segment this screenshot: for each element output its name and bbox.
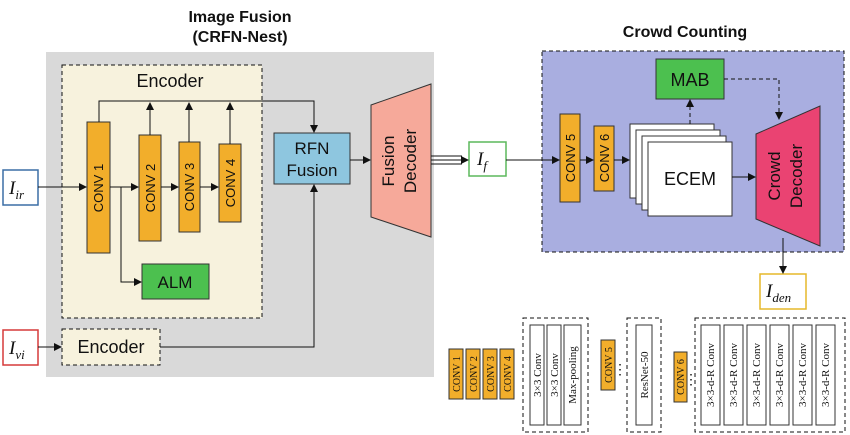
conv5-label: CONV 5 (563, 134, 578, 182)
conv1-label: CONV 1 (91, 164, 106, 212)
density-map-box (759, 273, 807, 310)
density-map-label: Iden (765, 281, 791, 305)
legend-dconv-2-label: 3×3-d-R Conv (728, 343, 740, 407)
legend-maxpool (563, 324, 582, 426)
arrow-to-alm (120, 187, 142, 286)
arrow-encoder-rfn (160, 184, 318, 348)
legend-dconv-3 (746, 324, 767, 426)
conv5-block (559, 113, 581, 203)
legend-conv3 (482, 348, 498, 400)
vi-input-label: Ivi (8, 338, 25, 362)
fusion-decoder-block (370, 83, 432, 238)
conv6-block (593, 125, 615, 192)
ir-input-label: Iir (8, 178, 25, 202)
legend-conv5 (600, 339, 616, 391)
legend-dconv-6-label: 3×3-d-R Conv (820, 343, 832, 407)
encoder-label: Encoder (136, 71, 203, 91)
image-fusion-subtitle: (CRFN-Nest) (192, 29, 287, 46)
fusion-decoder-label-2: Decoder (401, 129, 420, 194)
alm-block (141, 263, 210, 300)
mab-block (655, 58, 725, 100)
legend-dconv-6 (815, 324, 836, 426)
image-fusion-title: Image Fusion (188, 9, 291, 26)
legend-conv1 (448, 348, 464, 400)
legend-dots-2: ⋮ (684, 371, 698, 387)
fusion-decoder-label-1: Fusion (379, 135, 398, 186)
skip-line-top (98, 100, 318, 133)
legend-conv5-label: CONV 5 (604, 347, 615, 383)
rfn-label-1: RFN (295, 139, 330, 158)
crowd-decoder-label-2: Decoder (787, 144, 806, 209)
ecem-label: ECEM (664, 169, 716, 189)
fused-image-box (468, 141, 507, 177)
legend-conv4 (499, 348, 515, 400)
legend-dots-1: ⋮ (613, 361, 627, 377)
legend-dconv-5-label: 3×3-d-R Conv (797, 343, 809, 407)
rfn-label-2: Fusion (286, 161, 337, 180)
legend-dconv-4-label: 3×3-d-R Conv (774, 343, 786, 407)
legend-dconv-3-label: 3×3-d-R Conv (751, 343, 763, 407)
alm-label: ALM (158, 273, 193, 292)
legend-dconv-1-label: 3×3-d-R Conv (705, 343, 717, 407)
crowd-decoder-block (755, 105, 821, 247)
legend-dilated-box (694, 317, 846, 433)
legend-conv6 (673, 351, 688, 403)
fused-image-label: If (476, 149, 489, 173)
legend-conv-b-label: 3×3 Conv (549, 353, 561, 397)
crowd-decoder-label-1: Crowd (765, 151, 784, 200)
rfn-fusion-block (273, 132, 351, 185)
legend-dconv-4 (769, 324, 790, 426)
legend-conv4-label: CONV 4 (503, 356, 514, 392)
legend-dconv-2 (723, 324, 744, 426)
legend-conv2 (465, 348, 481, 400)
crowd-counting-title: Crowd Counting (623, 24, 747, 41)
conv6-label: CONV 6 (597, 134, 612, 182)
legend-conv1-label: CONV 1 (452, 356, 463, 392)
conv4-label: CONV 4 (223, 159, 238, 207)
legend-maxpool-label: Max-pooling (567, 346, 579, 404)
legend-resnet (635, 324, 653, 426)
mab-label: MAB (670, 70, 709, 90)
legend-conv-group-box (522, 317, 589, 433)
legend-conv3-label: CONV 3 (486, 356, 497, 392)
conv3-label: CONV 3 (182, 163, 197, 211)
legend-conv-b (546, 324, 562, 426)
legend-dconv-1 (700, 324, 721, 426)
legend-conv-a-label: 3×3 Conv (532, 353, 544, 397)
vi-encoder-label: Encoder (77, 337, 144, 357)
legend-dconv-5 (792, 324, 813, 426)
conv2-label: CONV 2 (143, 164, 158, 212)
legend-conv-a (529, 324, 545, 426)
ecem-block (647, 141, 733, 217)
legend-conv2-label: CONV 2 (469, 356, 480, 392)
legend-resnet-box (626, 317, 662, 433)
legend-conv6-label: CONV 6 (676, 359, 687, 395)
legend-resnet-label: ResNet-50 (639, 351, 651, 399)
